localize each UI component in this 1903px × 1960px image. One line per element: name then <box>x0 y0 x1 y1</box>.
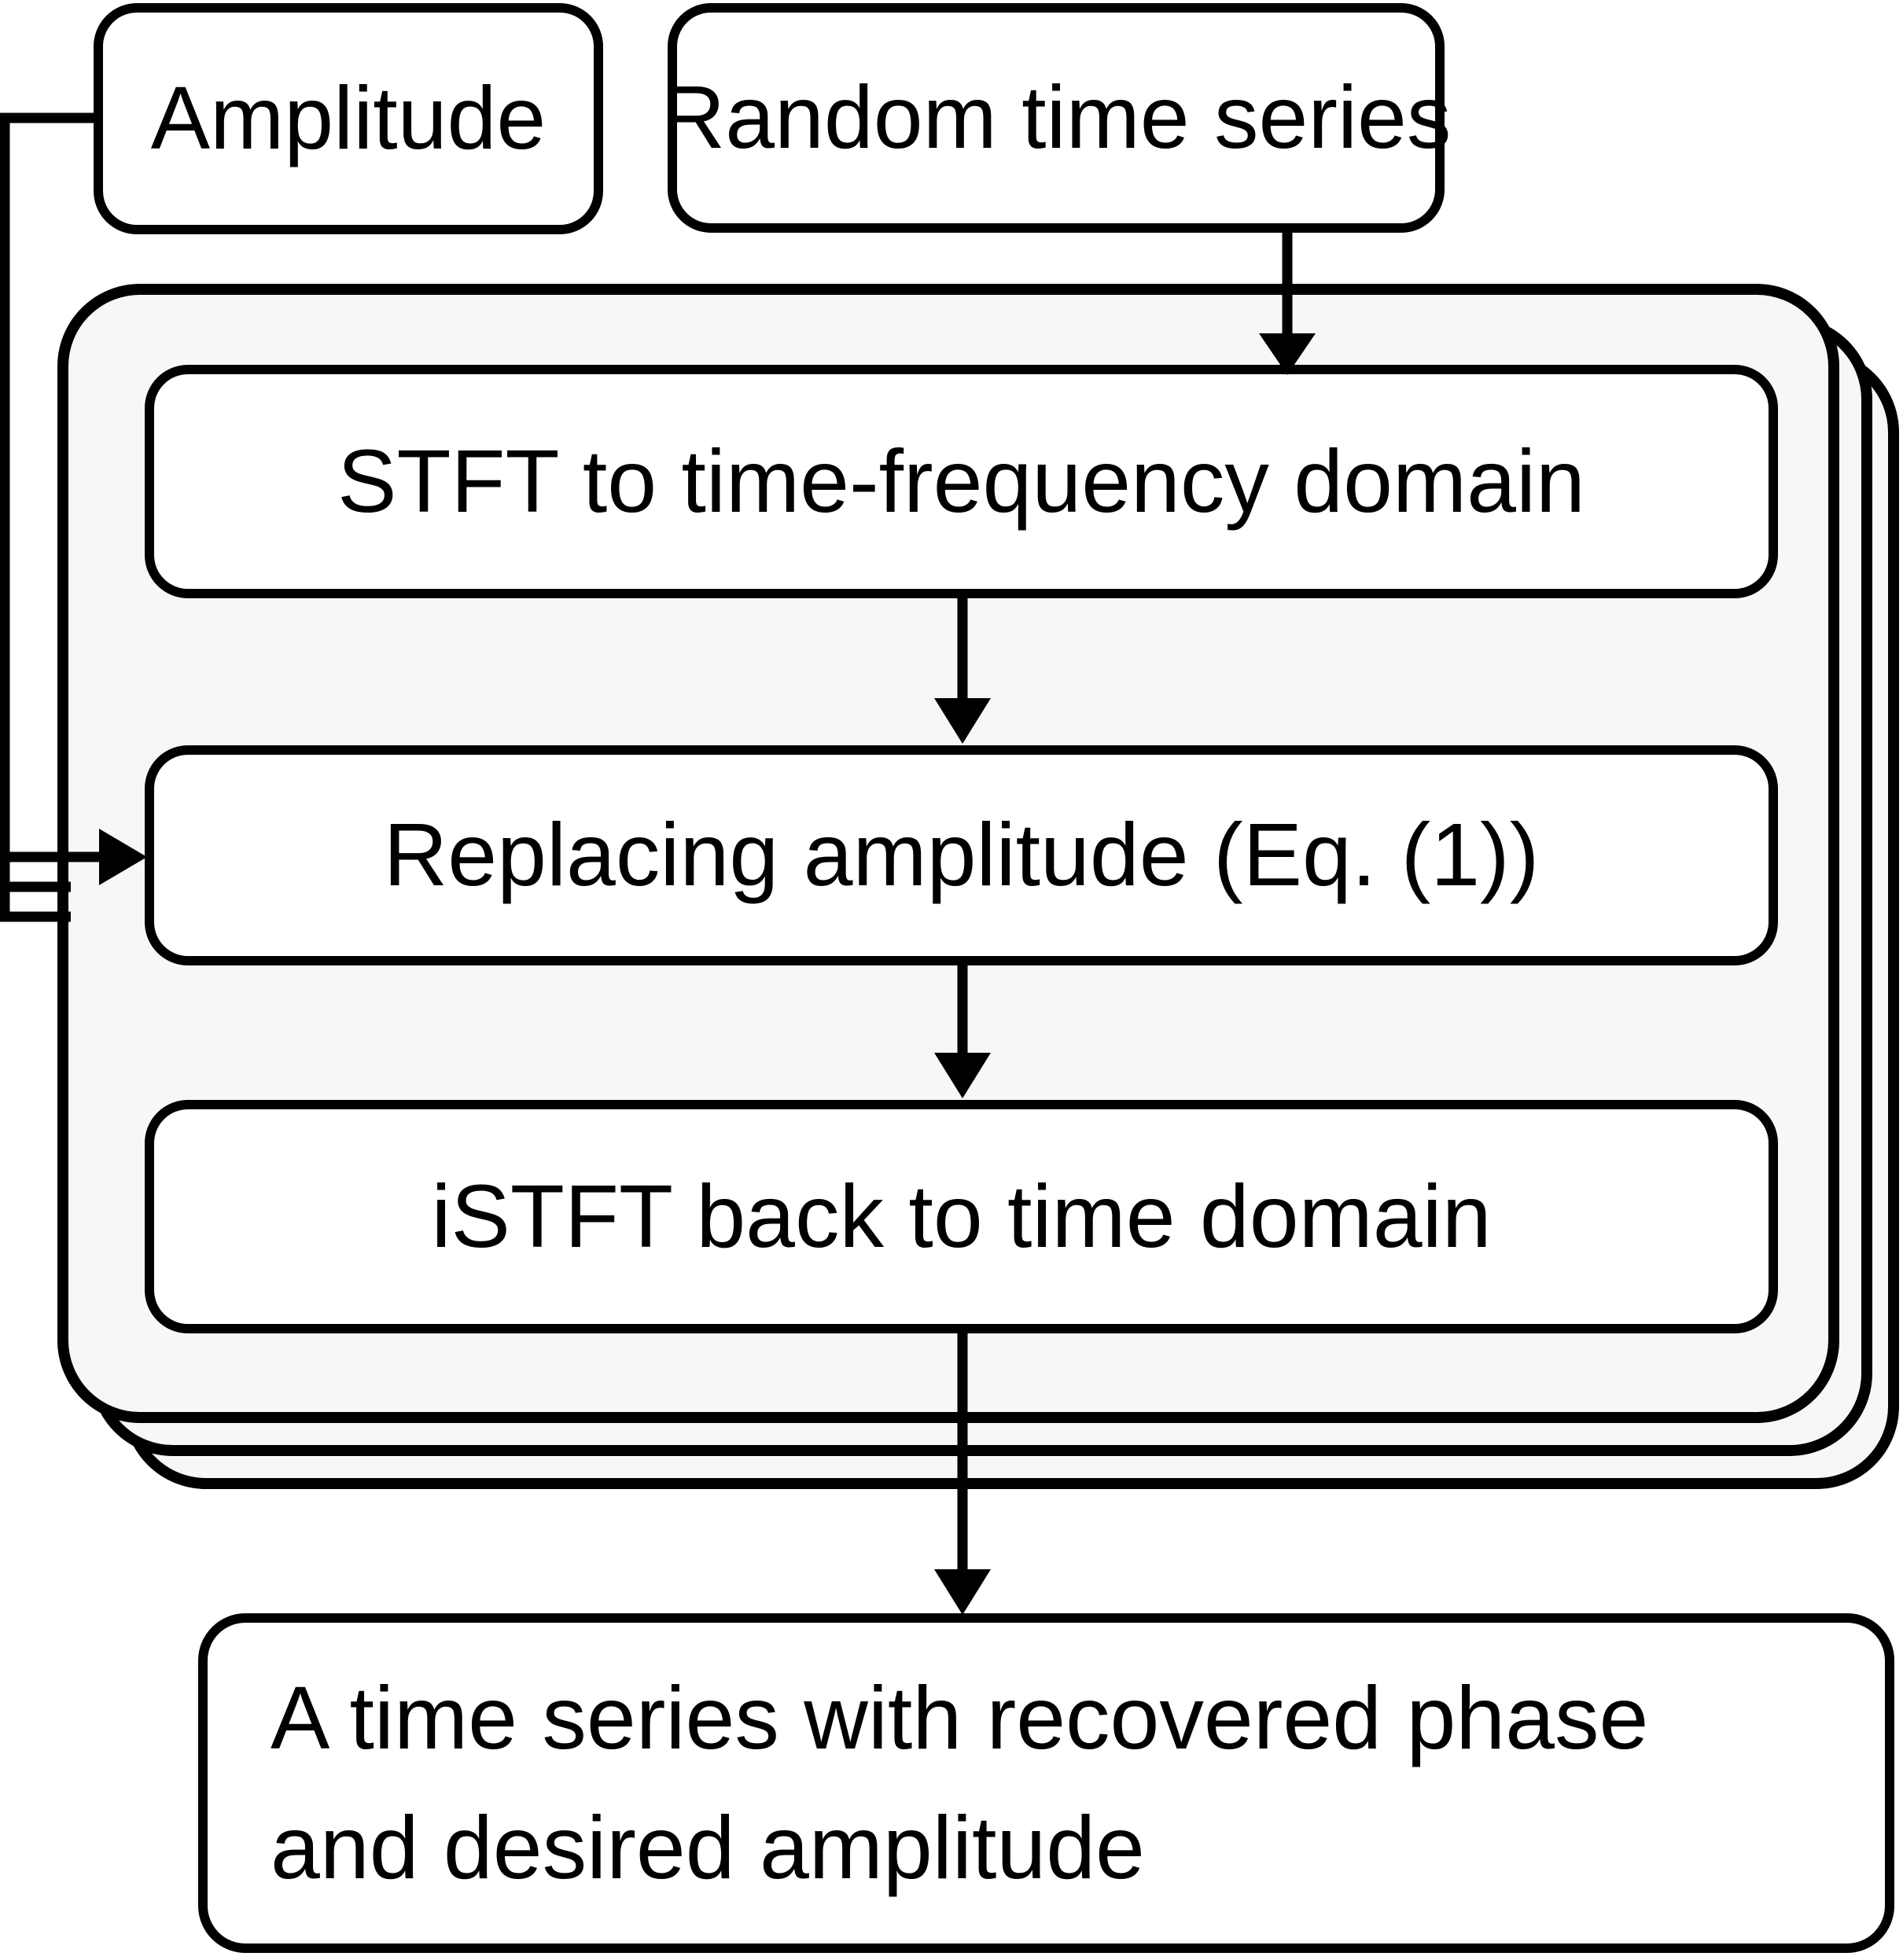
node-istft: iSTFT back to time domain <box>145 1100 1778 1333</box>
node-stft: STFT to time-frequency domain <box>145 365 1778 598</box>
node-stft-label: STFT to time-frequency domain <box>337 431 1585 531</box>
node-output-line-2: and desired amplitude <box>271 1798 1145 1897</box>
node-output-time-series: A time series with recovered phase and d… <box>198 1613 1894 1953</box>
node-amplitude-label: Amplitude <box>150 68 547 168</box>
node-istft-label: iSTFT back to time domain <box>431 1166 1492 1266</box>
node-replacing-amplitude-label: Replacing amplitude (Eq. (1)) <box>383 805 1540 905</box>
arrow-istft-to-output-head <box>934 1569 991 1615</box>
node-output-line-1: A time series with recovered phase <box>271 1668 1649 1767</box>
node-replacing-amplitude: Replacing amplitude (Eq. (1)) <box>145 745 1778 965</box>
node-random-time-series: Random time series <box>661 3 1451 233</box>
node-random-time-series-label: Random time series <box>661 68 1452 167</box>
node-amplitude: Amplitude <box>94 3 603 234</box>
